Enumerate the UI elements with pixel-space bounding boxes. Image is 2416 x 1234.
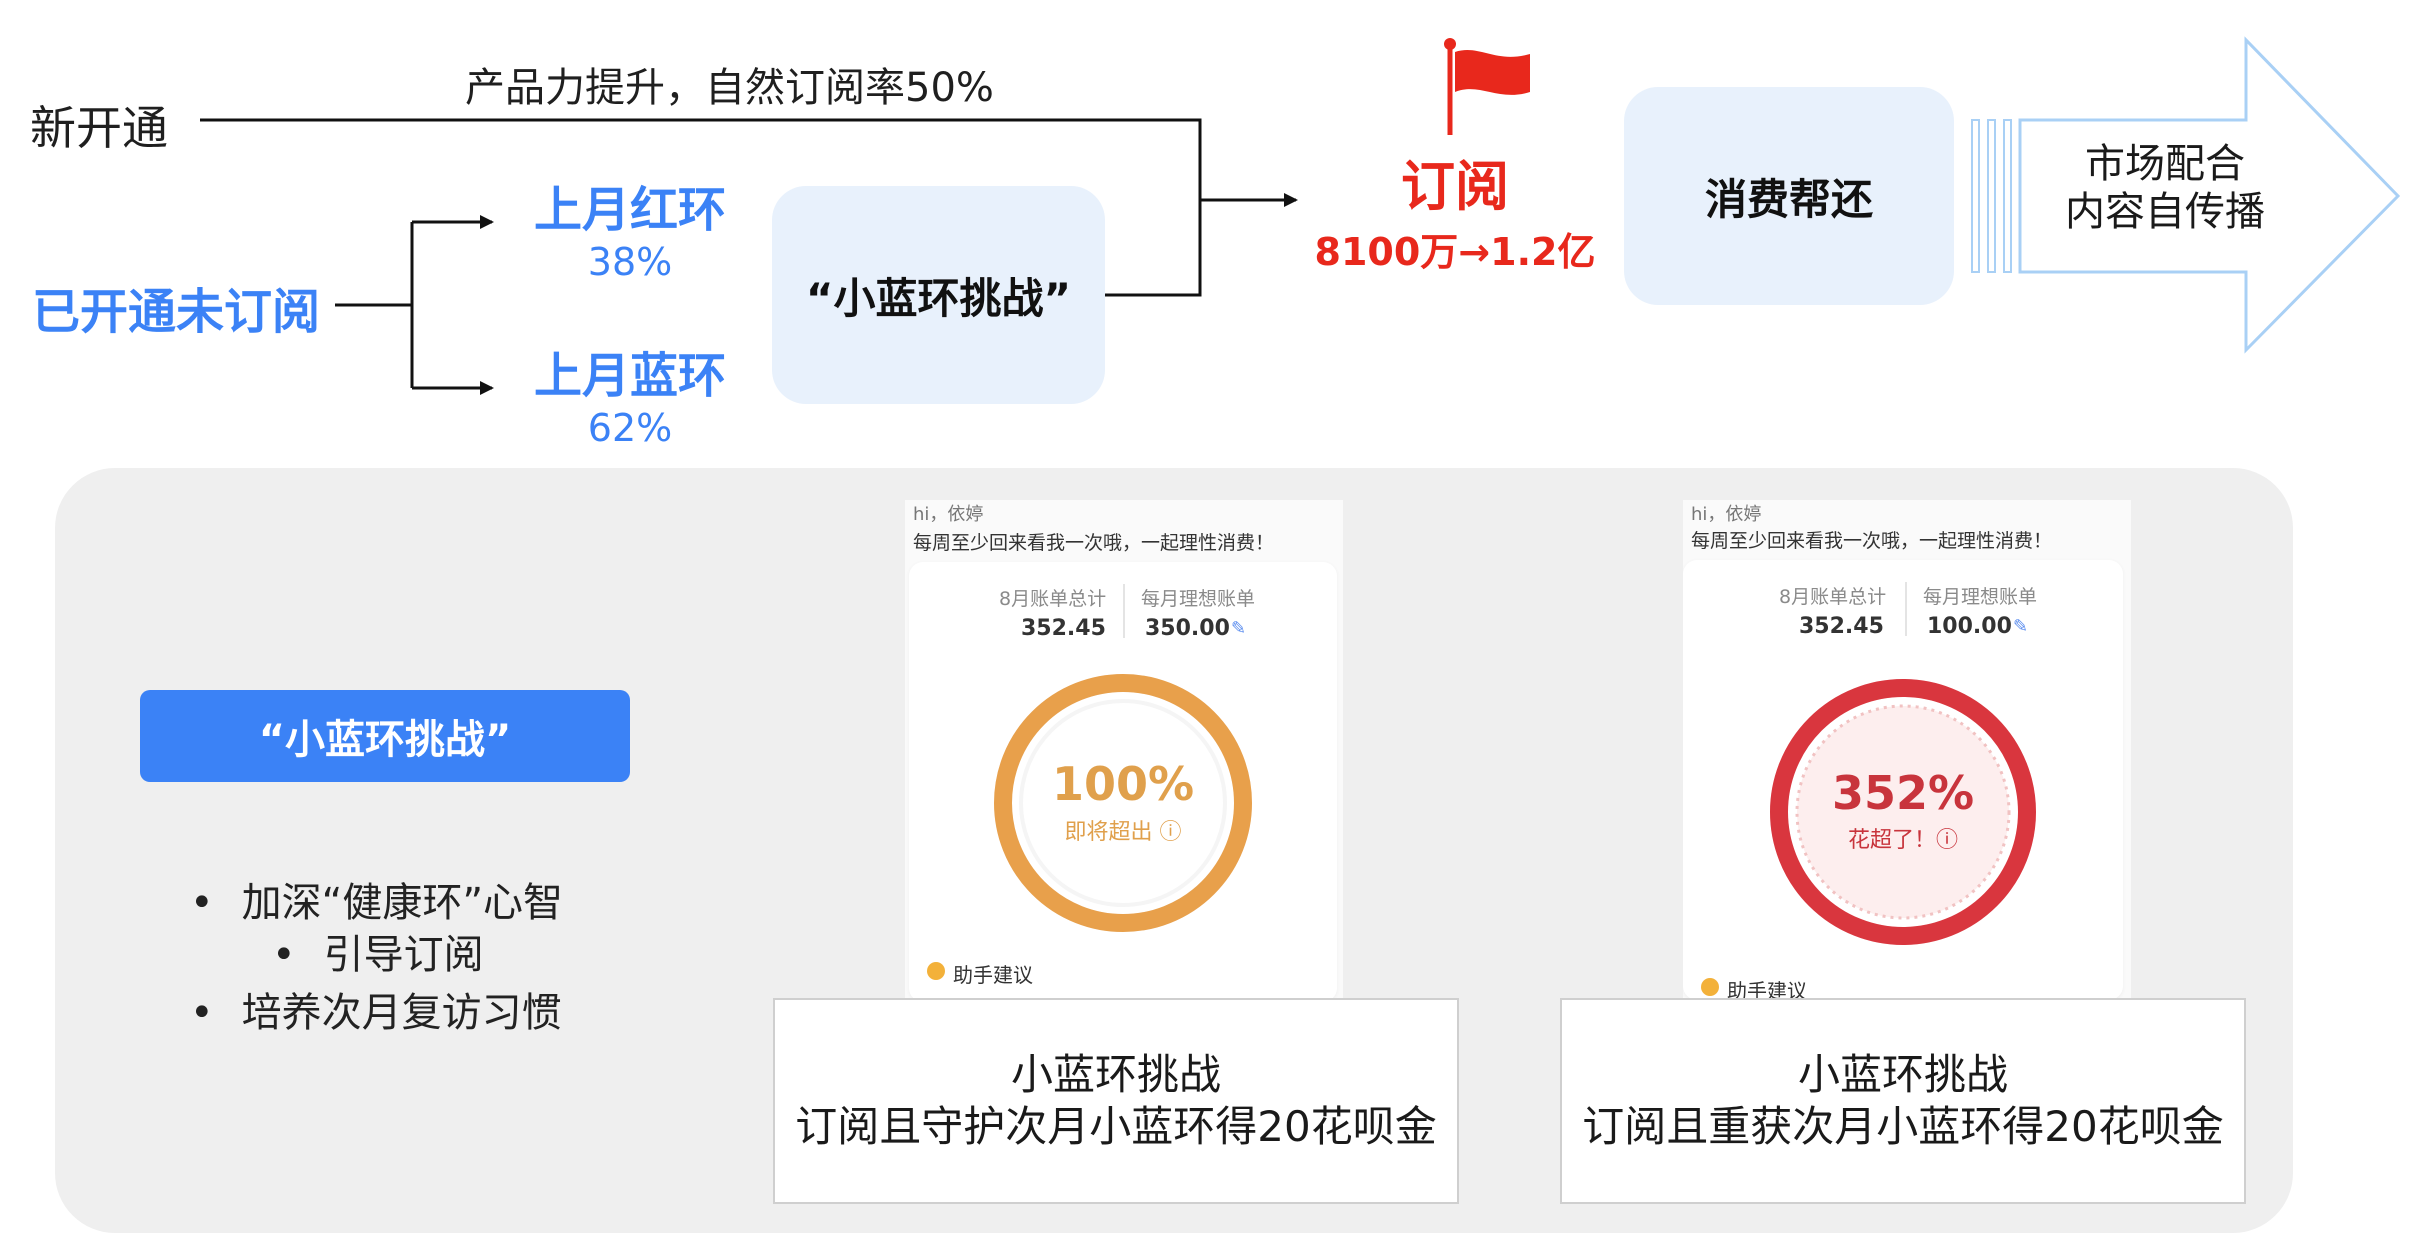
greeting-text: hi，依婷 [1691,504,1762,525]
tagline-text: 每周至少回来看我一次哦，一起理性消费！ [913,532,1275,554]
market-arrow-line2: 内容自传播 [2065,189,2265,235]
caption-box-2: 小蓝环挑战 订阅且重获次月小蓝环得20花呗金 [1560,998,2246,1204]
ring-percent: 352% [1831,766,1975,820]
assistant-advice: 助手建议 [953,963,1033,987]
caption-desc: 订阅且重获次月小蓝环得20花呗金 [1582,1102,2224,1151]
stat-bill-total-value: 352.45 [1021,616,1106,641]
last-month-red-pct: 38% [587,240,673,284]
ring-percent: 100% [1051,757,1195,811]
assistant-icon [1701,978,1719,996]
edit-icon[interactable]: ✎ [2013,616,2029,637]
market-arrow-icon [1971,36,2401,354]
natural-subscribe-note: 产品力提升，自然订阅率50% [465,65,994,111]
market-arrow-line1: 市场配合 [2085,141,2245,187]
new-open-line [200,118,1202,200]
ring-status: 花超了！ⓘ [1847,828,1958,853]
bill-card: 8月账单总计 352.45 每月理想账单 350.00 ✎ 100% 即将超出 … [909,562,1337,1000]
last-month-blue-pct: 62% [587,406,673,450]
ring-arc [1770,679,2036,945]
stat-ideal-bill-value: 100.00 [1927,614,2012,639]
ring-inner [1795,704,2011,920]
stat-bill-total-value: 352.45 [1799,614,1884,639]
flag-icon [1444,38,1530,135]
new-open-label: 新开通 [30,101,168,155]
last-month-red-label: 上月红环 [533,182,726,238]
challenge-out-line [1105,200,1202,297]
challenge-box: “小蓝环挑战” [772,186,1105,404]
tagline-text: 每周至少回来看我一次哦，一起理性消费！ [1691,530,2053,552]
last-month-blue-label: 上月蓝环 [533,348,726,404]
edit-icon[interactable]: ✎ [1231,618,1247,639]
app-screenshot-2: hi，依婷 每周至少回来看我一次哦，一起理性消费！ 8月账单总计 352.45 … [1683,500,2131,1000]
assistant-icon [927,962,945,980]
greeting-text: hi，依婷 [913,504,984,525]
app-screenshot-1: hi，依婷 每周至少回来看我一次哦，一起理性消费！ 8月账单总计 352.45 … [905,500,1343,1000]
subscribe-growth: 8100万→1.2亿 [1314,230,1596,274]
caption-title: 小蓝环挑战 [1797,1049,2008,1099]
bill-card: 8月账单总计 352.45 每月理想账单 100.00 ✎ 352% 花超了！ⓘ… [1683,560,2123,1000]
challenge-button[interactable]: “小蓝环挑战” [140,690,630,782]
consume-repay-box: 消费帮还 [1624,87,1954,305]
stat-bill-total-label: 8月账单总计 [1779,586,1887,608]
flow-connectors [200,36,2401,395]
opened-not-subscribed-label: 已开通未订阅 [32,284,321,340]
ring-status: 即将超出 ⓘ [1064,820,1182,845]
stat-bill-total-label: 8月账单总计 [999,588,1107,610]
stat-ideal-bill-label: 每月理想账单 [1923,586,2038,608]
bullet-item: •引导订阅 [272,932,484,978]
stat-ideal-bill-value: 350.00 [1145,616,1230,641]
assistant-advice: 助手建议 [1727,979,1807,1000]
stat-ideal-bill-label: 每月理想账单 [1141,588,1256,610]
caption-title: 小蓝环挑战 [1010,1049,1221,1099]
ring-inner [1019,699,1227,907]
ring-arc [994,674,1252,932]
progress-ring [1770,679,2036,945]
caption-box-1: 小蓝环挑战 订阅且守护次月小蓝环得20花呗金 [773,998,1459,1204]
bullet-item: •培养次月复访习惯 [190,990,562,1036]
bullet-item: •加深“健康环”心智 [190,880,564,926]
caption-desc: 订阅且守护次月小蓝环得20花呗金 [795,1102,1437,1151]
subscribe-label: 订阅 [1401,155,1509,218]
progress-ring [994,674,1252,932]
